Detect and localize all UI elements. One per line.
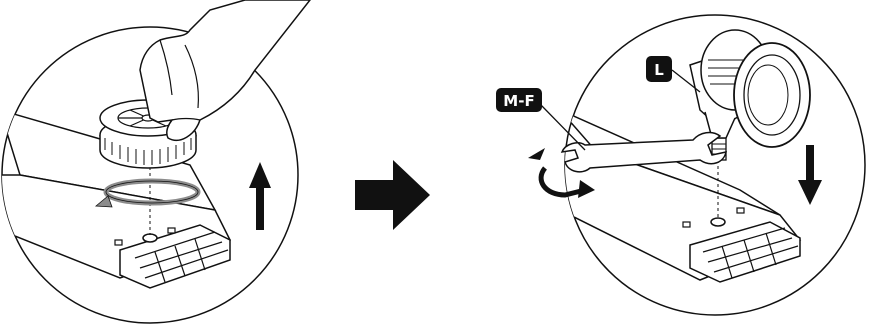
step-install-caster: M-F L [496, 15, 865, 315]
step-remove-foot [0, 0, 310, 323]
caster-label-badge: L [646, 56, 672, 82]
arrow-right-icon [355, 160, 430, 230]
wrench-label-badge: M-F [496, 88, 542, 112]
wrench-label: M-F [503, 92, 534, 110]
caster-label: L [654, 61, 664, 79]
